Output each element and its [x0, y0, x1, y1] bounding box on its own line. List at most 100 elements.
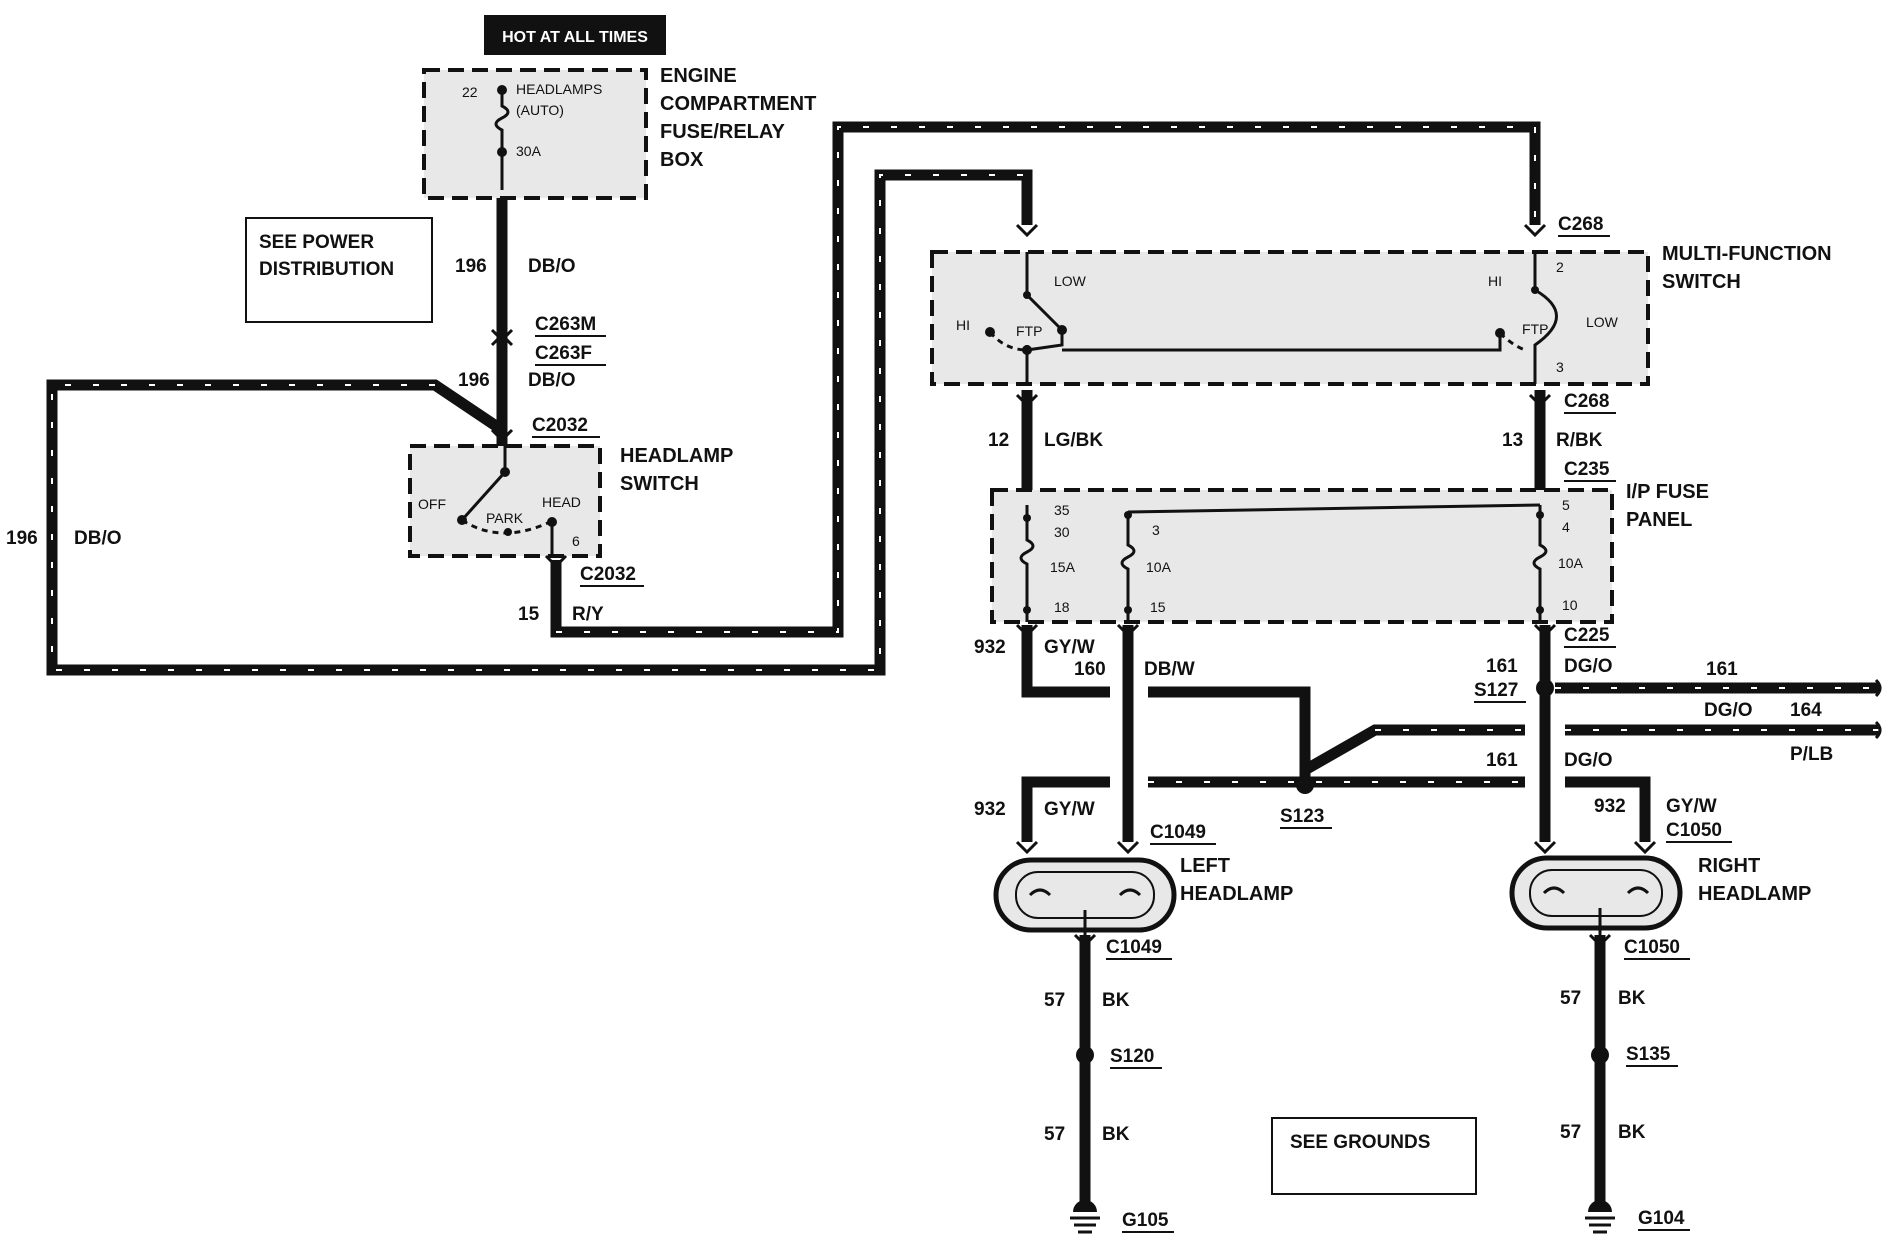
c1050-top-label: C1050 [1666, 820, 1722, 841]
w57-l1-circuit: 57 [1044, 990, 1065, 1011]
w196a-color: DB/O [528, 256, 576, 277]
w196c-circuit: 196 [6, 528, 38, 549]
mfs-hi-left: HI [956, 317, 970, 333]
w161c-circuit: 161 [1486, 750, 1518, 771]
wires [46, 121, 1882, 1212]
ip-10a-b: 10A [1558, 555, 1584, 571]
w57-r1-color: BK [1618, 988, 1646, 1009]
c2032-top-label: C2032 [532, 415, 588, 436]
w57-l2-color: BK [1102, 1124, 1130, 1145]
w57-l1-color: BK [1102, 990, 1130, 1011]
ip-4: 4 [1562, 519, 1570, 535]
mfs-hi-right: HI [1488, 273, 1502, 289]
c268-top-label: C268 [1558, 214, 1603, 235]
right-headlamp-label: RIGHT HEADLAMP [1698, 855, 1811, 905]
w57-r1-circuit: 57 [1560, 988, 1581, 1009]
w196b-circuit: 196 [458, 370, 490, 391]
w13-circuit: 13 [1502, 430, 1523, 451]
svg-text:COMPARTMENT: COMPARTMENT [660, 93, 816, 115]
s127-splice [1536, 679, 1554, 697]
c263f-label: C263F [535, 343, 592, 364]
c268-bot-label: C268 [1564, 391, 1609, 412]
w196a-circuit: 196 [455, 256, 487, 277]
ip-10: 10 [1562, 597, 1578, 613]
svg-text:BOX: BOX [660, 149, 704, 171]
ip-fuse-panel: 35 30 15A 18 3 10A 15 5 4 10A 10 [990, 488, 1614, 624]
w15-circuit: 15 [518, 604, 540, 625]
hs-pin: 6 [572, 533, 580, 549]
ip-10a-a: 10A [1146, 559, 1172, 575]
svg-text:HEADLAMP: HEADLAMP [1698, 883, 1811, 905]
svg-text:HEADLAMP: HEADLAMP [1180, 883, 1293, 905]
w57-l2-circuit: 57 [1044, 1124, 1065, 1145]
mfs-pin-2: 2 [1556, 259, 1564, 275]
s135-label: S135 [1626, 1044, 1671, 1065]
mfs-ftp-right: FTP [1522, 321, 1548, 337]
svg-text:PANEL: PANEL [1626, 509, 1692, 531]
fuse-box-pin: 22 [462, 84, 478, 100]
mfs-pin-3: 3 [1556, 359, 1564, 375]
w932b-color: GY/W [1044, 799, 1095, 820]
c1050-bot-label: C1050 [1624, 937, 1680, 958]
engine-fuse-box-label: ENGINE COMPARTMENT FUSE/RELAY BOX [660, 65, 816, 171]
wire-932-right [1565, 776, 1651, 842]
svg-text:RIGHT: RIGHT [1698, 855, 1760, 877]
w932a-color: GY/W [1044, 637, 1095, 658]
wire-932-left [1021, 625, 1110, 698]
wire-s123-feed [1148, 686, 1311, 785]
s123-label: S123 [1280, 806, 1324, 827]
w932c-circuit: 932 [1594, 796, 1626, 817]
fuse-box-rating: 30A [516, 143, 542, 159]
w164-color-2: P/LB [1790, 744, 1833, 765]
power-note-box [245, 217, 433, 323]
mfs-ftp-left: FTP [1016, 323, 1042, 339]
hs-head: HEAD [542, 494, 581, 510]
svg-text:HEADLAMP: HEADLAMP [620, 445, 733, 467]
ip-30: 30 [1054, 524, 1070, 540]
mfs-low-right: LOW [1586, 314, 1619, 330]
left-headlamp [993, 857, 1177, 935]
c2032-bot-label: C2032 [580, 564, 636, 585]
c263m-label: C263M [535, 314, 596, 335]
power-note-2: DISTRIBUTION [259, 259, 394, 280]
w160-circuit: 160 [1074, 659, 1106, 680]
fuse-box-fuse-name-2: (AUTO) [516, 102, 564, 118]
w932c-color: GY/W [1666, 796, 1717, 817]
svg-text:SWITCH: SWITCH [1662, 271, 1741, 293]
g104-label: G104 [1638, 1208, 1685, 1229]
wire-196-loop [46, 169, 1033, 676]
hot-banner-text: HOT AT ALL TIMES [502, 29, 648, 46]
w161a-circuit: 161 [1486, 656, 1518, 677]
svg-text:ENGINE: ENGINE [660, 65, 737, 87]
c1049-bot-label: C1049 [1106, 937, 1162, 958]
ip-15: 15 [1150, 599, 1166, 615]
c263-connector [490, 328, 514, 347]
ground-g104-icon [1585, 1200, 1615, 1234]
ip-3: 3 [1152, 522, 1160, 538]
w12-circuit: 12 [988, 430, 1009, 451]
hot-banner [484, 15, 666, 55]
fuse-box-fuse-name: HEADLAMPS [516, 81, 602, 97]
s123-splice [1296, 776, 1314, 794]
w160-color: DB/W [1144, 659, 1195, 680]
multi-function-switch: LOW HI FTP HI FTP LOW 2 3 [930, 250, 1650, 386]
ip-35: 35 [1054, 502, 1070, 518]
headlamp-switch-label: HEADLAMP SWITCH [620, 445, 733, 495]
w164-circuit: 164 [1790, 700, 1822, 721]
ip-18: 18 [1054, 599, 1070, 615]
s120-label: S120 [1110, 1046, 1154, 1067]
right-headlamp [1509, 855, 1683, 935]
svg-text:FUSE/RELAY: FUSE/RELAY [660, 121, 786, 143]
w161a-color: DG/O [1564, 656, 1613, 677]
c235-label: C235 [1564, 459, 1610, 480]
ip-5: 5 [1562, 497, 1570, 513]
w932a-circuit: 932 [974, 637, 1006, 658]
w161c-color: DG/O [1564, 750, 1613, 771]
hs-park: PARK [486, 510, 524, 526]
c1049-top-label: C1049 [1150, 822, 1206, 843]
g105-label: G105 [1122, 1210, 1169, 1231]
grounds-note: SEE GROUNDS [1290, 1132, 1430, 1153]
svg-text:MULTI-FUNCTION: MULTI-FUNCTION [1662, 243, 1832, 265]
w13-color: R/BK [1556, 430, 1603, 451]
